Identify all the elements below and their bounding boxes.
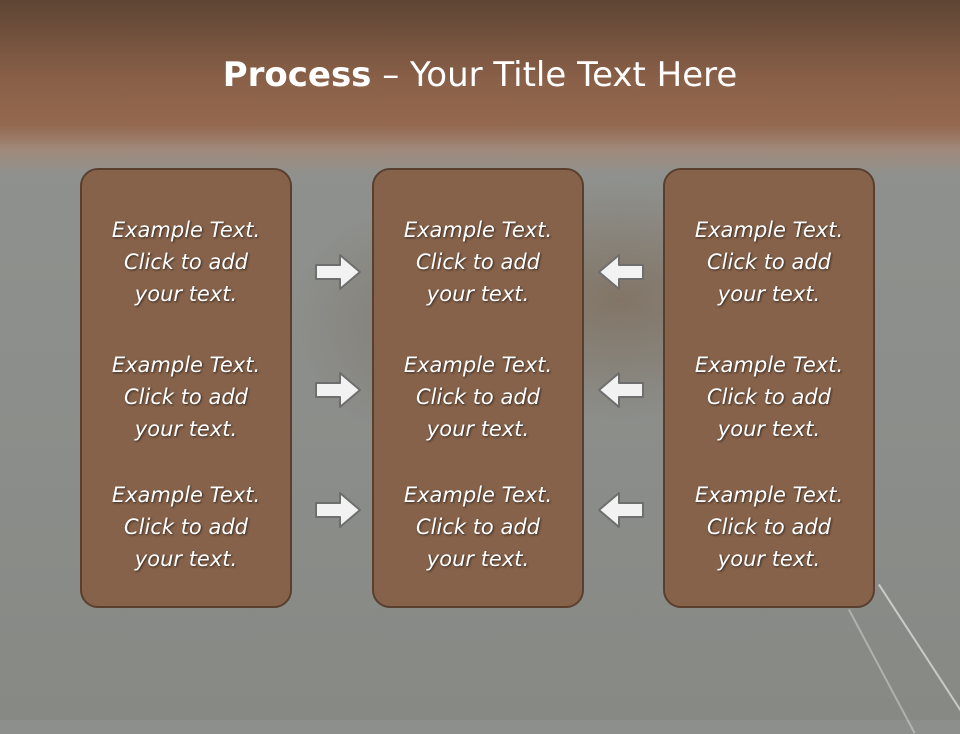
arrow-right-icon [315, 372, 361, 408]
arrow-right-icon [315, 254, 361, 290]
box-text[interactable]: Example Text. Click to add your text. [694, 218, 844, 306]
box-text[interactable]: Example Text. Click to add your text. [403, 353, 553, 441]
process-box-1[interactable]: Example Text. Click to add your text. Ex… [80, 168, 292, 608]
box-text[interactable]: Example Text. Click to add your text. [111, 353, 261, 441]
title-rest: – Your Title Text Here [371, 55, 738, 95]
arrow-right-icon [315, 492, 361, 528]
title-bold: Process [222, 55, 372, 95]
arrow-left-icon [598, 492, 644, 528]
process-box-3[interactable]: Example Text. Click to add your text. Ex… [663, 168, 875, 608]
box-text[interactable]: Example Text. Click to add your text. [403, 483, 553, 571]
process-box-2[interactable]: Example Text. Click to add your text. Ex… [372, 168, 584, 608]
box-text[interactable]: Example Text. Click to add your text. [111, 483, 261, 571]
slide-title[interactable]: Process – Your Title Text Here [0, 52, 960, 98]
box-text[interactable]: Example Text. Click to add your text. [694, 353, 844, 441]
box-text[interactable]: Example Text. Click to add your text. [111, 218, 261, 306]
arrow-left-icon [598, 372, 644, 408]
arrow-left-icon [598, 254, 644, 290]
box-text[interactable]: Example Text. Click to add your text. [403, 218, 553, 306]
box-text[interactable]: Example Text. Click to add your text. [694, 483, 844, 571]
